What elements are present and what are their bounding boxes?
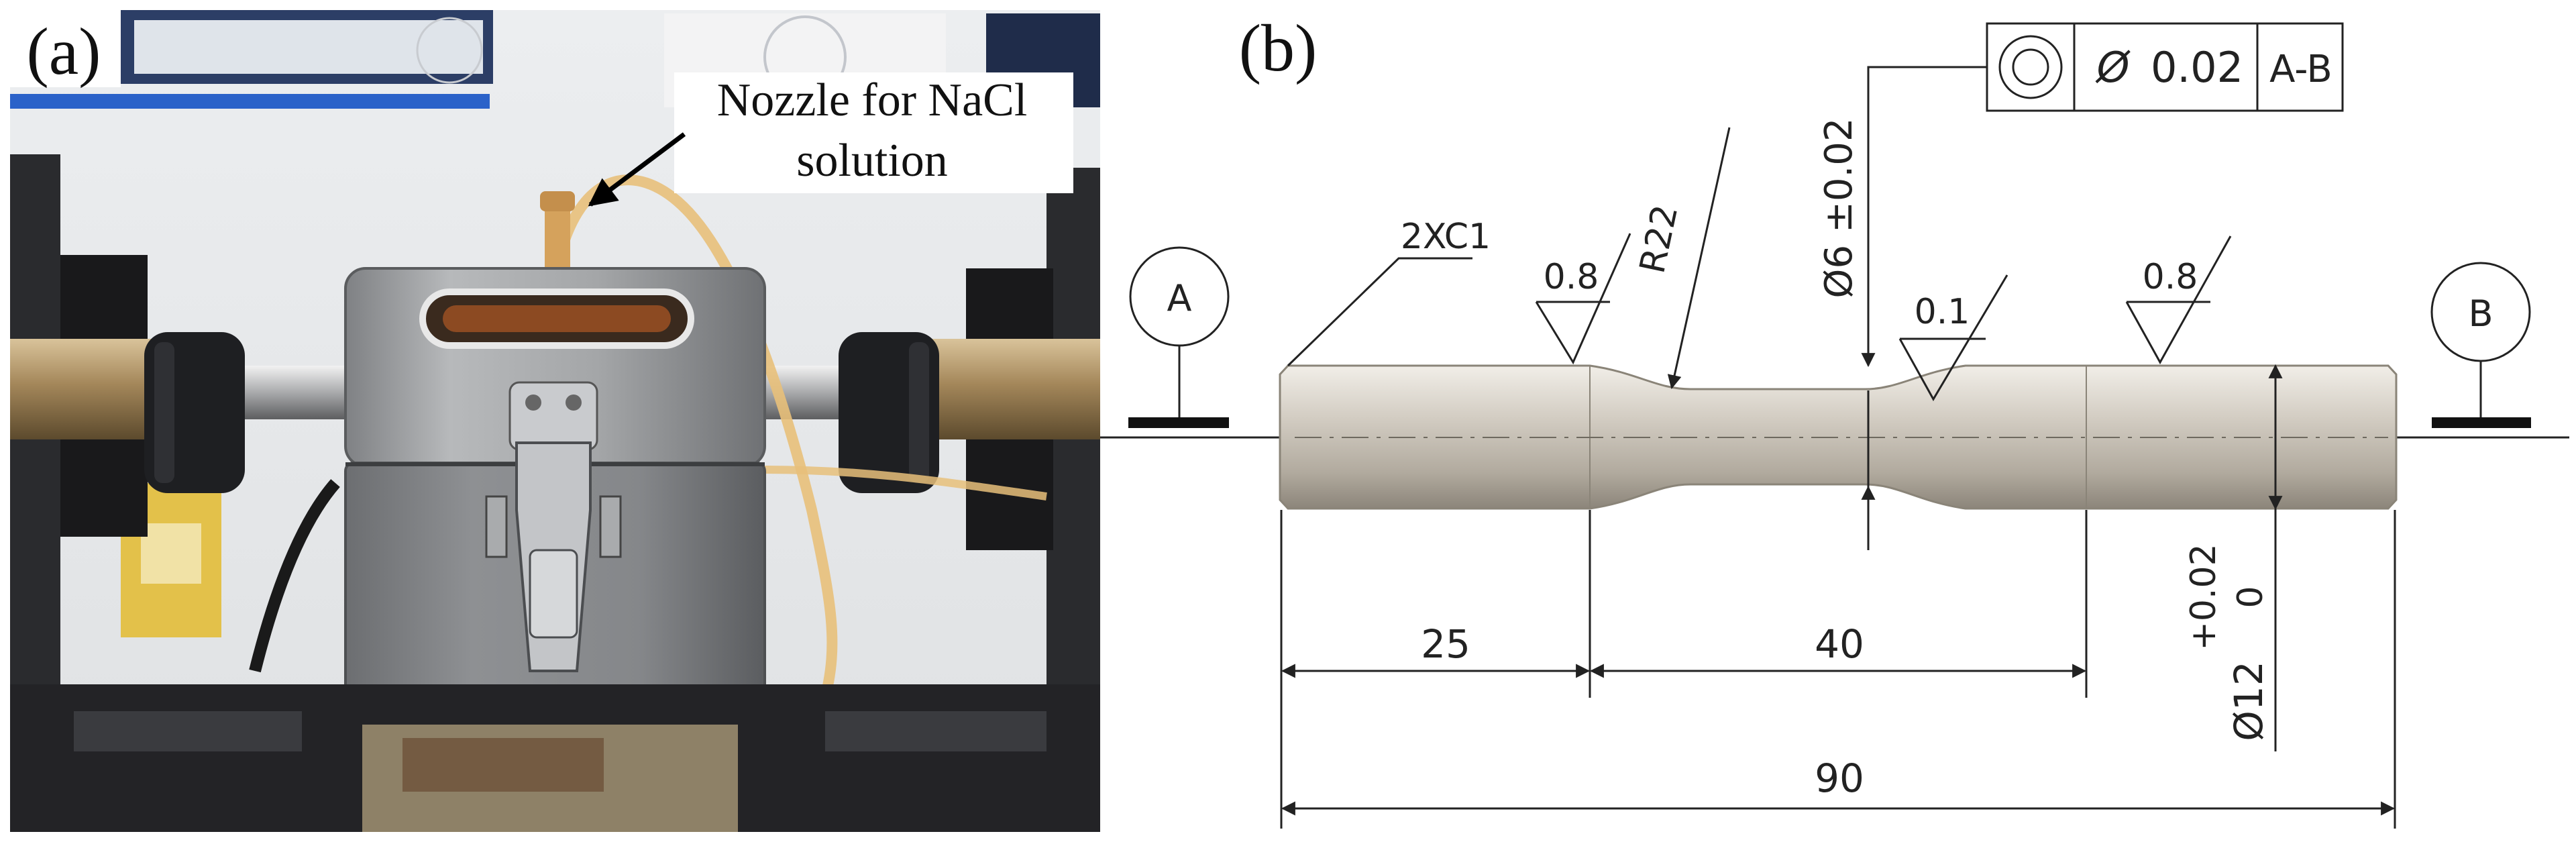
concentricity-icon [1998, 35, 2063, 99]
radius-leader [1667, 127, 1731, 390]
photo-panel: Nozzle for NaCl solution (a) [10, 10, 1100, 832]
roughness-mid-label: 0.1 [1915, 292, 1970, 332]
concentricity-icon-inner [2012, 48, 2049, 86]
radius-label: R22 [1632, 201, 1686, 277]
latch-spring-left [485, 495, 508, 558]
roughness-right-symbol: 0.8 [2125, 235, 2232, 365]
roughness-left-symbol: 0.8 [1535, 233, 1631, 365]
chamfer-label: 2XC1 [1401, 217, 1491, 257]
latch-rivet-left [525, 394, 541, 411]
black-clamp-right-ring [909, 342, 929, 483]
steel-shaft-left [228, 366, 349, 419]
callout-arrow [588, 132, 686, 207]
roughness-right-label: 0.8 [2143, 257, 2198, 297]
tolerance-diameter-symbol: Ø [2095, 43, 2131, 92]
callout-box [674, 72, 1073, 193]
wall-chart-dial-small [416, 17, 483, 84]
grip-diameter-tol-upper: +0.02 [2184, 543, 2224, 650]
latch-rivet-right [566, 394, 582, 411]
dim-gauge-label: 40 [1815, 621, 1864, 667]
roughness-left-label: 0.8 [1544, 257, 1599, 297]
callout-line-2: solution [796, 135, 948, 187]
chamfer-leader [1287, 257, 1472, 367]
base-rust [402, 738, 604, 792]
nozzle-cap [540, 191, 575, 211]
dim-total-label: 90 [1815, 755, 1864, 801]
latch-handle [529, 549, 578, 639]
nalc-tube-lower [764, 466, 1047, 501]
latch-hinge [508, 381, 598, 451]
dim-grip-label: 25 [1421, 621, 1470, 667]
roughness-mid-symbol: 0.1 [1898, 274, 2008, 402]
panel-b-label: (b) [1239, 11, 1318, 85]
gauge-diameter-label: Ø6 ±0.02 [1817, 117, 1861, 298]
datum-a-label: A [1167, 277, 1192, 319]
panel-a-label: (a) [27, 14, 101, 89]
latch-spring-right [599, 495, 622, 558]
tolerance-leader [1861, 66, 1987, 368]
yellow-device-screen [141, 523, 201, 584]
grip-diameter-tol-lower: 0 [2231, 586, 2271, 608]
datum-b-base [2432, 417, 2531, 428]
wall-shelf-highlight [134, 20, 483, 74]
grip-diameter-label: Ø12 [2226, 661, 2271, 741]
base-plate-left [74, 711, 302, 751]
datum-a-base [1128, 417, 1229, 428]
drawing-panel: (b) A B Ø 0.02 A-B Ø6 ±0.02 2XC [1100, 11, 2569, 829]
tolerance-datum: A-B [2269, 48, 2332, 91]
callout-line-1: Nozzle for NaCl [717, 74, 1028, 126]
machine-frame-left [10, 154, 60, 731]
tolerance-value: 0.02 [2151, 43, 2243, 92]
datum-b-label: B [2468, 293, 2493, 335]
nozzle [545, 201, 570, 275]
blue-strip [10, 94, 490, 109]
panel-a-label-bg [10, 10, 121, 87]
base-plate-right [825, 711, 1046, 751]
brass-rod-right [922, 339, 1100, 439]
cable [249, 479, 340, 673]
black-clamp-left-ring [154, 342, 174, 483]
corrosion-box-window-rust [443, 305, 671, 332]
